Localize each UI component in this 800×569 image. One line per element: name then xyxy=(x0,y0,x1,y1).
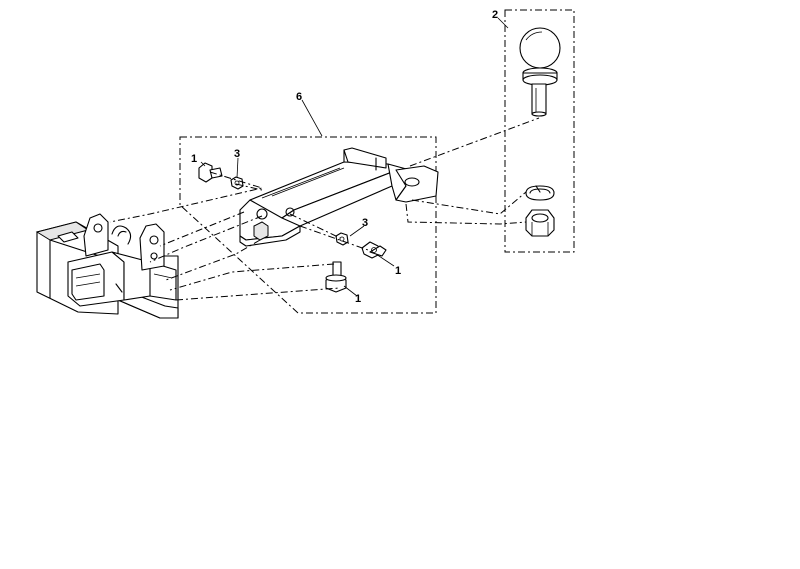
hitch-ball xyxy=(519,27,561,117)
callout-bolt-top-left: 1 xyxy=(191,153,197,165)
bolt-right xyxy=(361,241,387,259)
frame-receiver-assembly xyxy=(35,213,179,319)
nut-top-left xyxy=(230,176,244,190)
lock-washer xyxy=(525,185,555,201)
callout-nut-top-left: 3 xyxy=(234,148,240,160)
callout-hitch-ball-group: 2 xyxy=(492,9,498,21)
callout-nut-right: 3 xyxy=(362,217,368,229)
leader-lines xyxy=(200,17,509,297)
bolt-top-left xyxy=(198,162,223,183)
hex-nut xyxy=(525,209,555,237)
bolt-bottom xyxy=(325,261,347,293)
callout-bolt-bottom: 1 xyxy=(355,293,361,305)
assembly-lines xyxy=(109,117,540,301)
nut-right xyxy=(335,232,349,246)
ball-mount-group-box xyxy=(179,136,437,314)
callout-bolt-right: 1 xyxy=(395,265,401,277)
ball-mount-bar xyxy=(239,147,439,247)
callout-ball-mount-group: 6 xyxy=(296,91,302,103)
